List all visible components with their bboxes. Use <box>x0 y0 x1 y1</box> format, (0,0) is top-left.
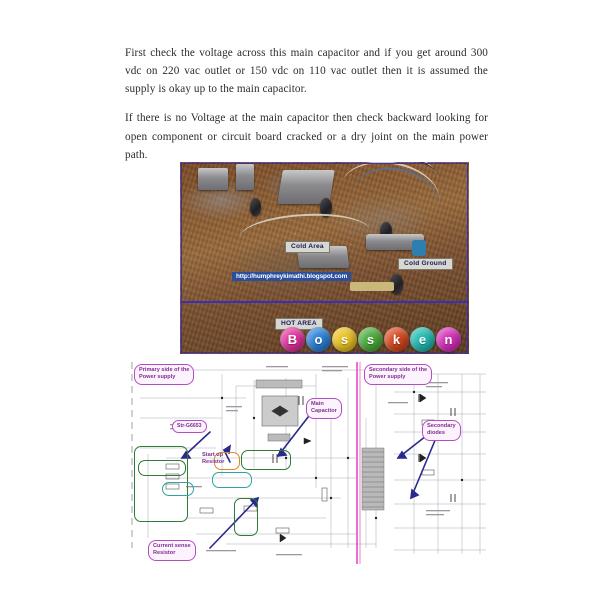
board-component <box>236 164 254 190</box>
callout-main-capacitor: Main Capacitor <box>306 398 342 419</box>
transformer-core <box>361 447 385 511</box>
feedback-highlight <box>212 472 252 488</box>
callout-current-sense-resistor: Current sense Resistor <box>148 540 196 561</box>
callout-start-up-resistor: Start up Resistor <box>202 452 225 466</box>
voltage-node-highlight <box>162 482 194 496</box>
bubble-letter: k <box>384 327 409 352</box>
bubble-letter: B <box>280 327 305 352</box>
board-component <box>198 168 228 190</box>
main-capacitor-highlight <box>241 450 291 470</box>
bubble-letter: e <box>410 327 435 352</box>
blog-url-watermark: http://humphreykimathi.blogspot.com <box>232 272 352 281</box>
callout-primary-side: Primary side of the Power supply <box>134 364 195 385</box>
board-component <box>366 234 424 250</box>
callout-secondary-side: Secondary side of the Power supply <box>364 364 433 385</box>
board-component <box>350 282 394 291</box>
bubble-letter: s <box>332 327 357 352</box>
hot-area-overlay-rect <box>181 302 468 353</box>
circuit-board-photo: Cold Area Cold Ground HOT AREA http://hu… <box>180 162 469 354</box>
schematic-drawing <box>131 362 486 564</box>
bubble-letter: n <box>436 327 461 352</box>
callout-str-ic: Str-G6653 <box>172 420 207 433</box>
bossken-bubble-letters: B o s s k e n <box>280 327 461 352</box>
current-sense-resistor-highlight <box>234 498 258 536</box>
str-ic-highlight <box>138 460 186 476</box>
start-up-resistor-highlight <box>214 452 240 470</box>
body-text: First check the voltage across this main… <box>125 44 488 175</box>
board-component <box>320 198 332 217</box>
isolation-barrier <box>356 362 361 564</box>
cold-area-overlay-rect <box>181 163 468 302</box>
paragraph-1: First check the voltage across this main… <box>125 47 488 96</box>
bubble-letter: s <box>358 327 383 352</box>
board-component <box>250 198 261 216</box>
bubble-letter: o <box>306 327 331 352</box>
paragraph-2: If there is no Voltage at the main capac… <box>125 112 488 161</box>
photo-label-cold-area: Cold Area <box>285 241 330 254</box>
photo-label-cold-ground: Cold Ground <box>398 258 453 271</box>
callout-secondary-diodes: Secondary diodes <box>422 420 461 441</box>
board-component <box>412 240 426 256</box>
power-supply-schematic: Primary side of the Power supply Seconda… <box>126 358 490 570</box>
